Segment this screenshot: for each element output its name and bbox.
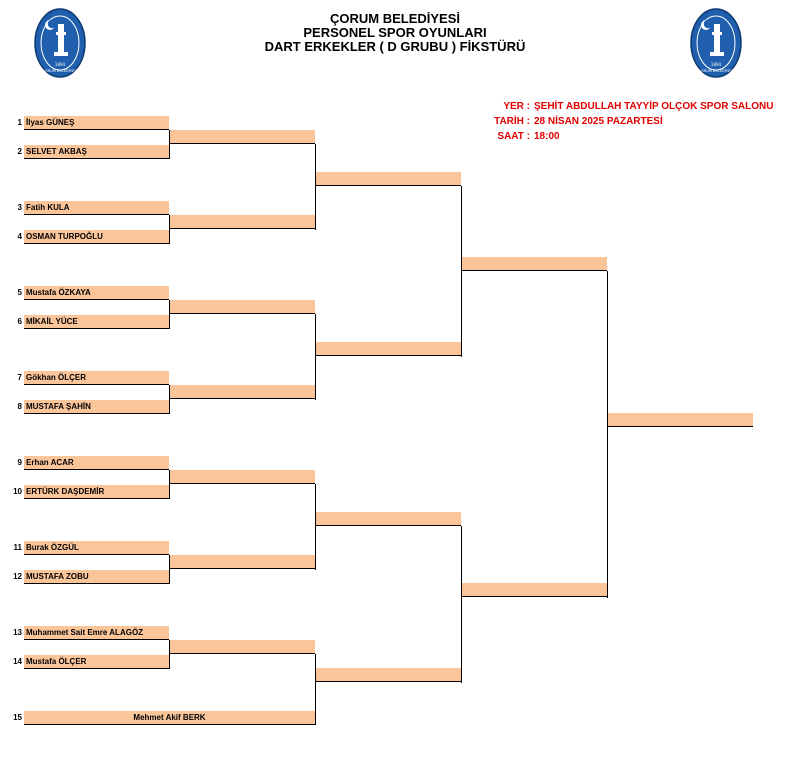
bracket-connector xyxy=(461,186,462,357)
venue-row: YER : ŞEHİT ABDULLAH TAYYİP OLÇOK SPOR SA… xyxy=(480,99,773,114)
seed-number: 1 xyxy=(17,118,22,127)
player-slot: İlyas GÜNEŞ xyxy=(24,116,169,130)
player-slot: Muhammet Sait Emre ALAGÖZ xyxy=(24,626,169,640)
header-line-2: PERSONEL SPOR OYUNLARI xyxy=(303,25,487,40)
round2-slot xyxy=(170,215,315,229)
seed-number: 6 xyxy=(17,317,22,326)
round2-slot xyxy=(170,300,315,314)
bracket-connector xyxy=(169,215,170,244)
svg-text:1894: 1894 xyxy=(55,62,66,67)
round2-slot xyxy=(170,130,315,144)
player-slot: Erhan ACAR xyxy=(24,456,169,470)
bracket-connector xyxy=(169,385,170,414)
municipality-logo-right: 1894 ÇORUM BELEDİYESİ xyxy=(690,8,742,78)
player-slot: MUSTAFA ŞAHİN xyxy=(24,400,169,414)
seed-number: 11 xyxy=(13,543,22,552)
round3-slot xyxy=(316,668,461,682)
round2-slot xyxy=(170,385,315,399)
bracket-connector xyxy=(169,555,170,584)
player-slot: ERTÜRK DAŞDEMİR xyxy=(24,485,169,499)
seed-number: 2 xyxy=(17,147,22,156)
seed-number: 4 xyxy=(17,232,22,241)
bracket-connector xyxy=(315,654,316,725)
seed-number: 7 xyxy=(17,373,22,382)
venue-value: ŞEHİT ABDULLAH TAYYİP OLÇOK SPOR SALONU xyxy=(534,101,774,112)
svg-text:ÇORUM BELEDİYESİ: ÇORUM BELEDİYESİ xyxy=(698,68,733,73)
player-slot: OSMAN TURPOĞLU xyxy=(24,230,169,244)
bracket-connector xyxy=(169,640,170,669)
final-winner-slot xyxy=(608,413,753,427)
bracket-connector xyxy=(169,300,170,329)
round3-slot xyxy=(316,512,461,526)
header-line-1: ÇORUM BELEDİYESİ xyxy=(329,11,460,26)
venue-label: YER : xyxy=(503,101,530,112)
bracket-connector xyxy=(315,484,316,570)
player-slot: MUSTAFA ZOBU xyxy=(24,570,169,584)
seed-number: 3 xyxy=(17,203,22,212)
date-label: TARİH : xyxy=(494,116,530,127)
round3-slot xyxy=(316,342,461,356)
bracket-connector xyxy=(607,271,608,598)
round3-slot xyxy=(316,172,461,186)
player-slot: Mustafa ÖZKAYA xyxy=(24,286,169,300)
bracket-connector xyxy=(169,130,170,159)
time-label: SAAT : xyxy=(497,131,530,142)
seed-number: 9 xyxy=(17,458,22,467)
round2-slot xyxy=(170,555,315,569)
bracket-connector xyxy=(461,526,462,683)
player-slot: Fatih KULA xyxy=(24,201,169,215)
header-line-3: DART ERKEKLER ( D GRUBU ) FİKSTÜRÜ xyxy=(264,39,526,54)
seed-number: 12 xyxy=(13,572,22,581)
seed-number: 8 xyxy=(17,402,22,411)
semifinal-slot xyxy=(462,257,607,271)
seed-number: 14 xyxy=(13,657,22,666)
time-value: 18:00 xyxy=(534,131,560,142)
venue-info: YER : ŞEHİT ABDULLAH TAYYİP OLÇOK SPOR SA… xyxy=(480,99,773,144)
seed-number: 15 xyxy=(13,713,22,722)
seed-number: 5 xyxy=(17,288,22,297)
date-row: TARİH : 28 NİSAN 2025 PAZARTESİ xyxy=(480,114,773,129)
time-row: SAAT : 18:00 xyxy=(480,129,773,144)
player-slot: SELVET AKBAŞ xyxy=(24,145,169,159)
date-value: 28 NİSAN 2025 PAZARTESİ xyxy=(534,116,663,127)
seed-number: 10 xyxy=(13,487,22,496)
bracket-connector xyxy=(315,144,316,230)
round2-slot xyxy=(170,470,315,484)
svg-text:ÇORUM BELEDİYESİ: ÇORUM BELEDİYESİ xyxy=(42,68,77,73)
bracket-connector xyxy=(315,314,316,400)
bracket-connector xyxy=(169,470,170,499)
semifinal-slot xyxy=(462,583,607,597)
player-slot: MİKAİL YÜCE xyxy=(24,315,169,329)
player-slot-bye: Mehmet Akif BERK xyxy=(24,711,315,725)
svg-text:1894: 1894 xyxy=(711,62,722,67)
round2-slot xyxy=(170,640,315,654)
player-slot: Mustafa ÖLÇER xyxy=(24,655,169,669)
seed-number: 13 xyxy=(13,628,22,637)
player-slot: Gökhan ÖLÇER xyxy=(24,371,169,385)
municipality-logo-left: 1894 ÇORUM BELEDİYESİ xyxy=(34,8,86,78)
player-slot: Burak ÖZGÜL xyxy=(24,541,169,555)
